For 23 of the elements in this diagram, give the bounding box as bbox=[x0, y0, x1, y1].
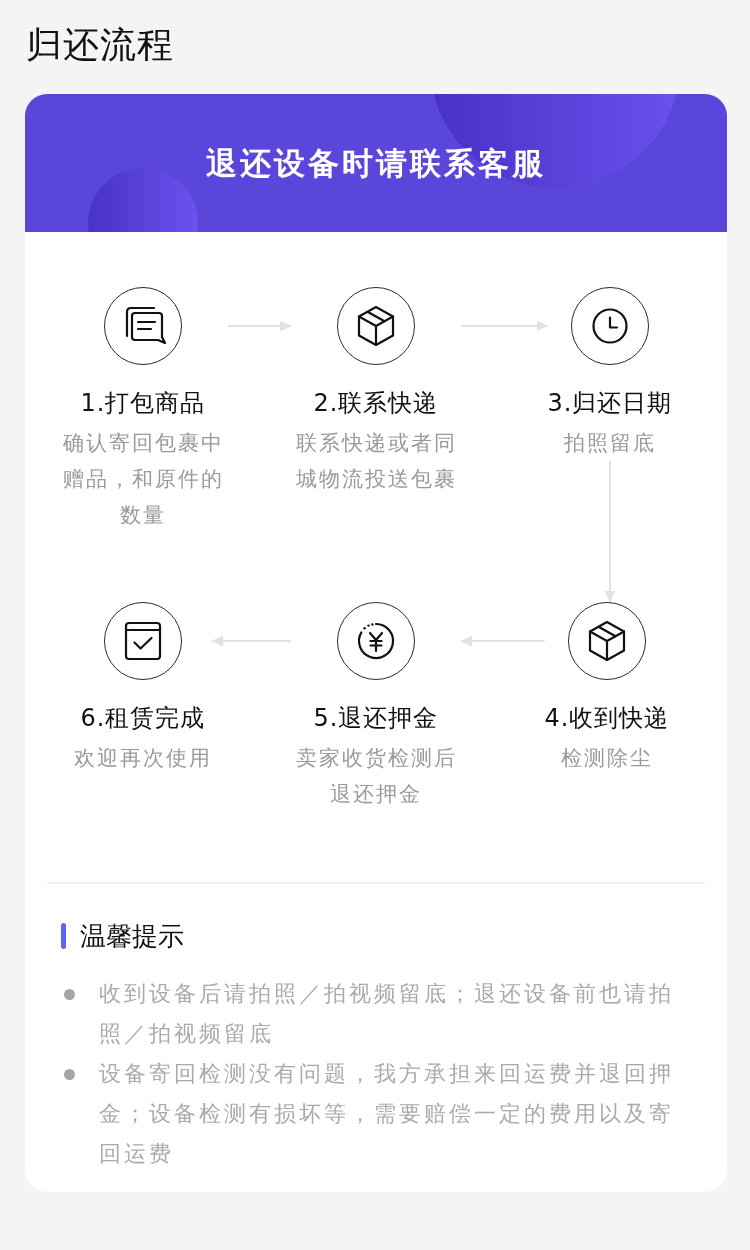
section-heading: 温馨提示 bbox=[80, 920, 184, 953]
step-description: 检测除尘 bbox=[561, 745, 653, 772]
step-description: 确认寄回包裹中赠品，和原件的数量 bbox=[61, 430, 225, 529]
page-title: 归还流程 bbox=[26, 23, 174, 67]
step-title: 6.租赁完成 bbox=[80, 703, 206, 734]
arrow bbox=[460, 635, 546, 647]
arrow bbox=[211, 635, 292, 647]
banner-title: 退还设备时请联系客服 bbox=[206, 144, 546, 183]
step-description: 联系快递或者同城物流投送包裹 bbox=[294, 430, 458, 493]
arrow bbox=[460, 320, 549, 332]
step-description: 拍照留底 bbox=[564, 430, 656, 457]
step-description: 欢迎再次使用 bbox=[74, 745, 212, 772]
step-title: 3.归还日期 bbox=[547, 388, 673, 419]
tip-text: 设备寄回检测没有问题，我方承担来回运费并退回押金；设备检测有损坏等，需要赔偿一定的费用以及寄回运费 bbox=[99, 1060, 675, 1168]
arrow bbox=[604, 460, 616, 603]
banner bbox=[25, 94, 727, 232]
step-title: 5.退还押金 bbox=[313, 703, 439, 734]
tip-text: 收到设备后请拍照／拍视频留底；退还设备前也请拍照／拍视频留底 bbox=[99, 980, 675, 1048]
step-title: 2.联系快递 bbox=[313, 388, 439, 419]
step-description: 卖家收货检测后退还押金 bbox=[294, 745, 458, 808]
step-title: 1.打包商品 bbox=[80, 388, 206, 419]
arrow bbox=[227, 320, 292, 332]
step-title: 4.收到快递 bbox=[544, 703, 670, 734]
